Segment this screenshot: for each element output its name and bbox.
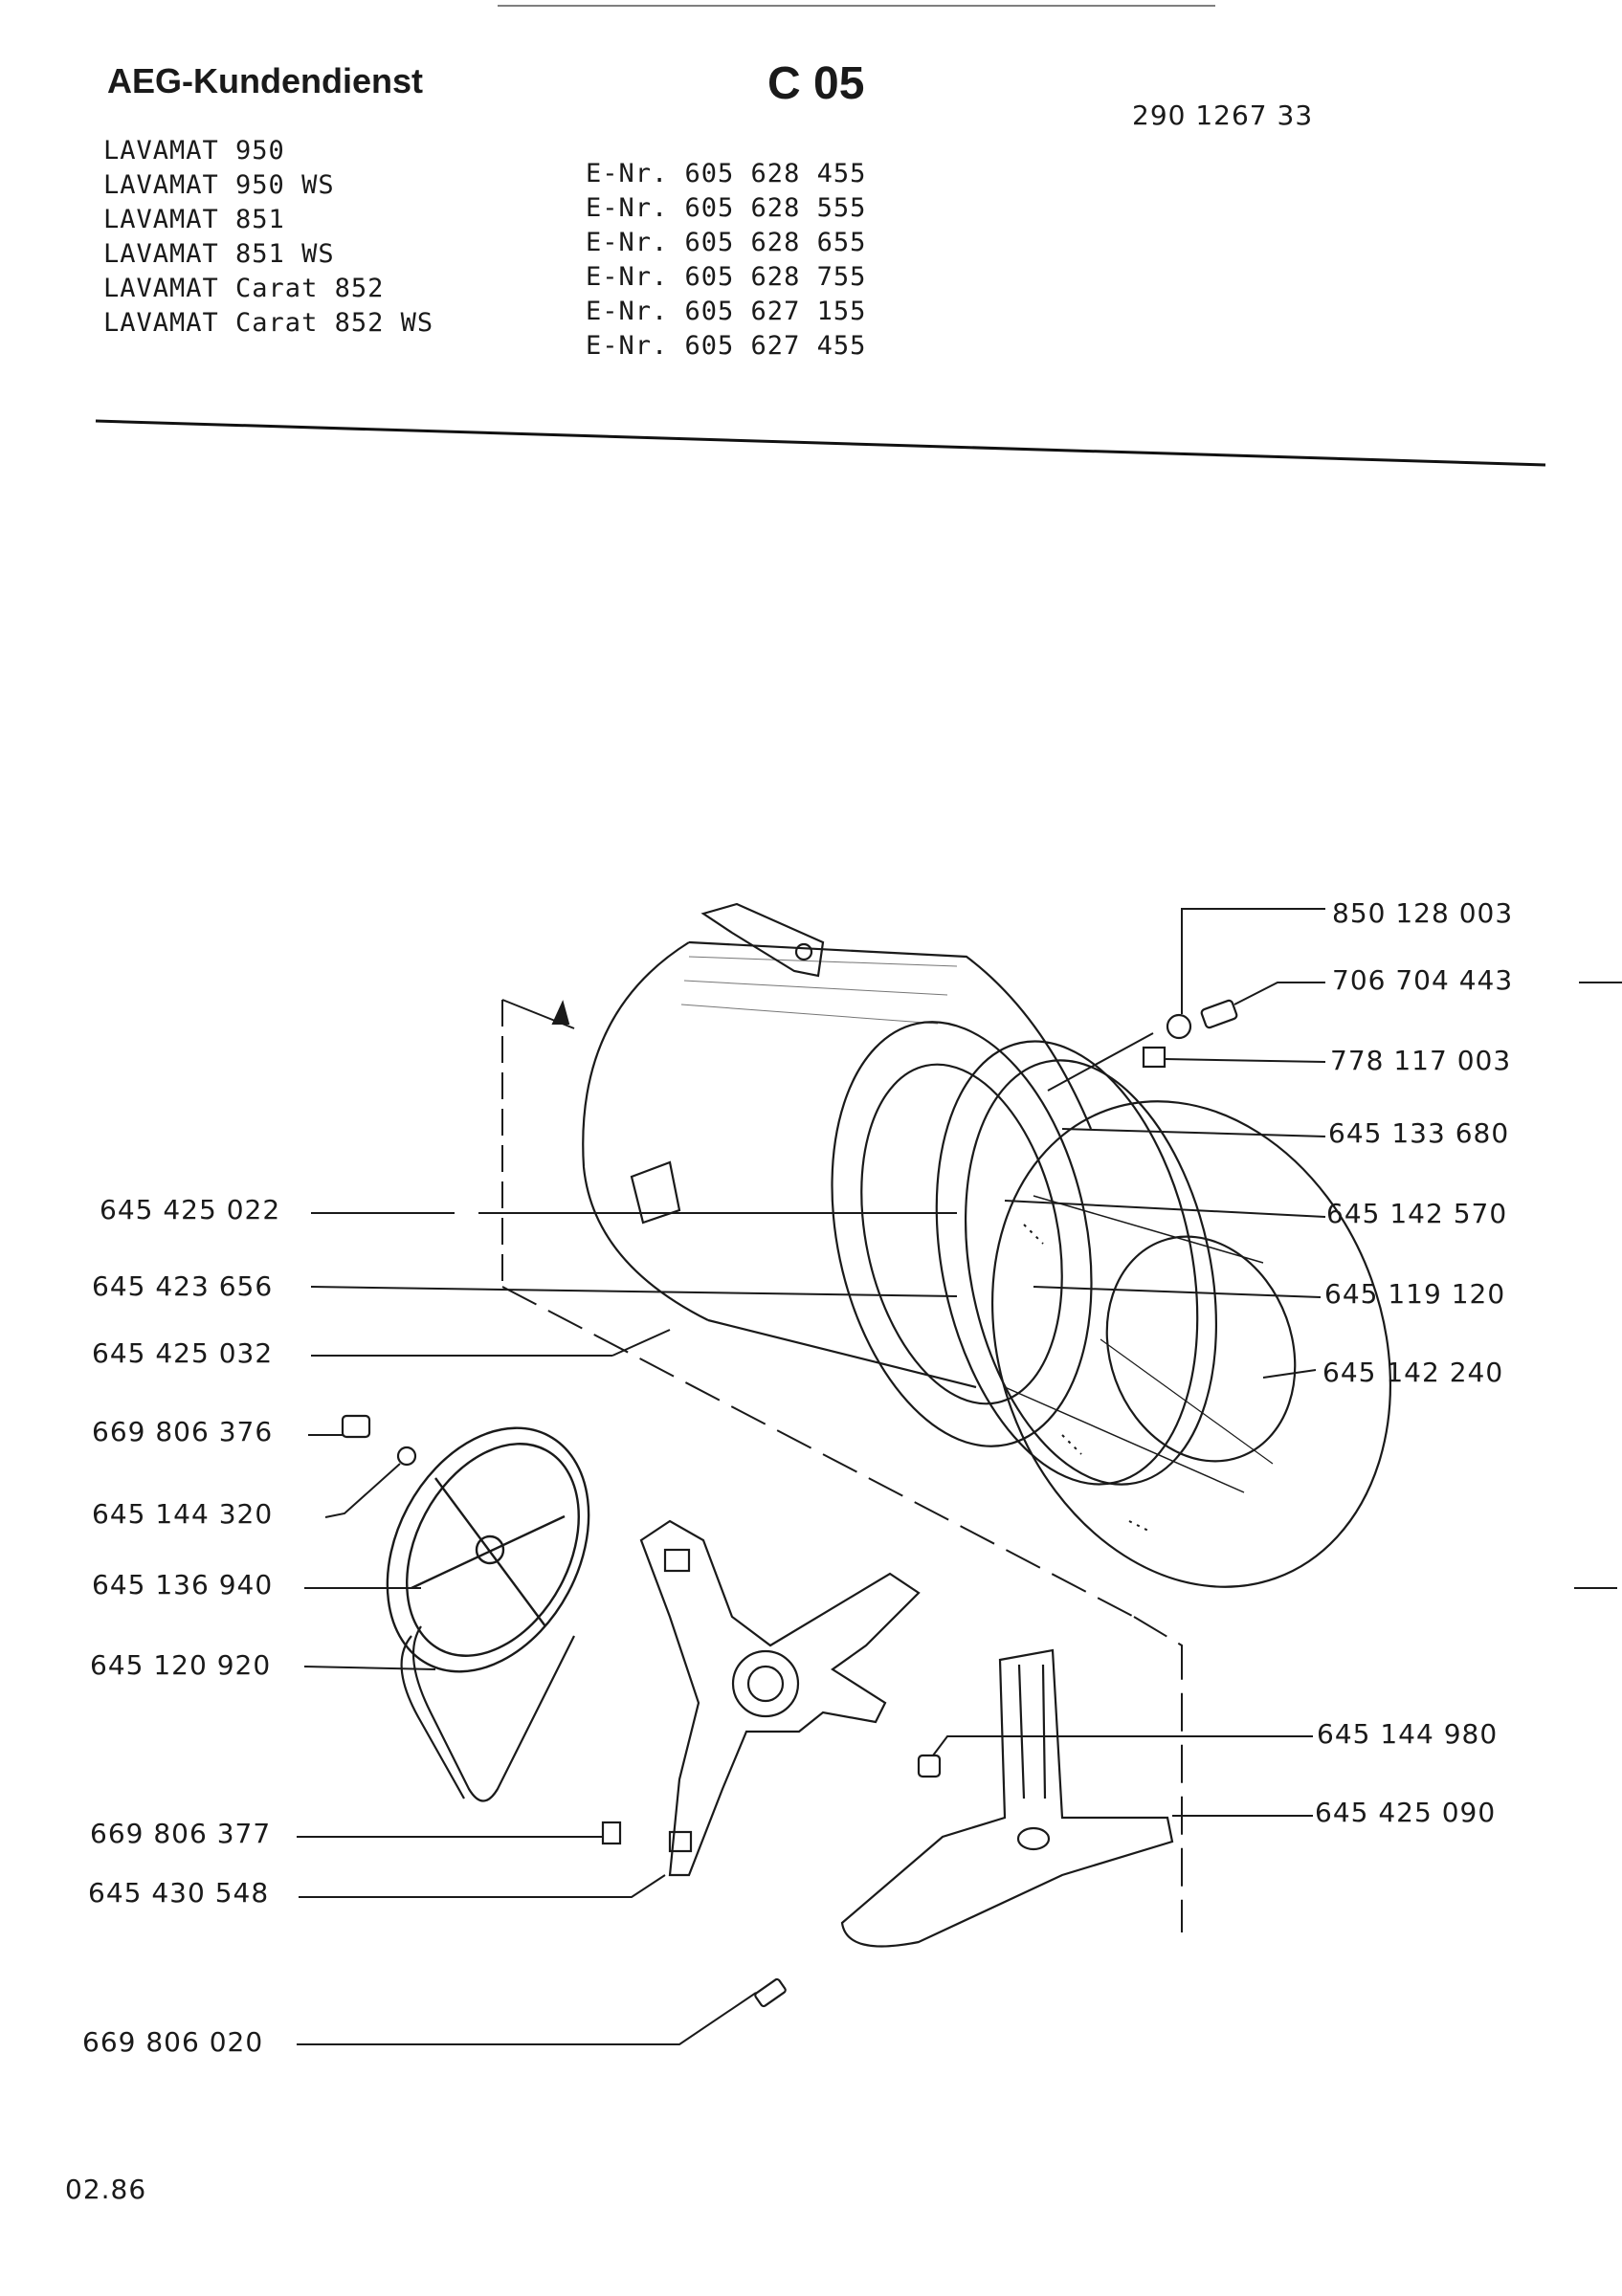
drum-assembly <box>582 902 1392 1588</box>
fasteners <box>341 999 1238 2008</box>
part-label-706704443: 706 704 443 <box>1332 964 1514 996</box>
e-number-item: E-Nr. 605 628 555 <box>586 193 867 223</box>
part-label-645425032: 645 425 032 <box>92 1337 274 1369</box>
part-label-645423656: 645 423 656 <box>92 1270 274 1302</box>
part-label-645144980: 645 144 980 <box>1317 1718 1499 1750</box>
part-label-669806020: 669 806 020 <box>82 2026 264 2058</box>
pulley <box>386 1426 590 1673</box>
part-label-645430548: 645 430 548 <box>88 1877 270 1909</box>
brand-title: AEG-Kundendienst <box>107 61 423 100</box>
part-label-645142240: 645 142 240 <box>1322 1357 1504 1388</box>
model-item: LAVAMAT 950 WS <box>103 170 335 200</box>
part-label-850128003: 850 128 003 <box>1332 897 1514 929</box>
e-number-item: E-Nr. 605 628 655 <box>586 228 867 257</box>
model-item: LAVAMAT Carat 852 WS <box>103 308 434 338</box>
tripod-base <box>840 1648 1174 1948</box>
e-number-item: E-Nr. 605 627 155 <box>586 297 867 326</box>
e-number-item: E-Nr. 605 628 455 <box>586 159 867 188</box>
part-label-645133680: 645 133 680 <box>1328 1117 1510 1149</box>
document-number: 290 1267 33 <box>1132 99 1314 131</box>
part-label-669806377: 669 806 377 <box>90 1818 272 1849</box>
drive-belt <box>400 1625 575 1802</box>
part-label-645144320: 645 144 320 <box>92 1498 274 1530</box>
part-label-645142570: 645 142 570 <box>1326 1198 1508 1229</box>
model-item: LAVAMAT 950 <box>103 136 285 166</box>
part-label-669806376: 669 806 376 <box>92 1416 274 1447</box>
date-code: 02.86 <box>65 2174 147 2205</box>
leader-lines-left <box>297 1212 958 2045</box>
part-label-645425090: 645 425 090 <box>1315 1797 1497 1828</box>
e-number-list: E-Nr. 605 628 455 E-Nr. 605 628 555 E-Nr… <box>586 157 866 364</box>
model-item: LAVAMAT 851 <box>103 205 285 234</box>
part-label-645119120: 645 119 120 <box>1324 1278 1506 1310</box>
part-label-645425022: 645 425 022 <box>100 1194 281 1225</box>
part-label-778117003: 778 117 003 <box>1330 1045 1512 1076</box>
model-list: LAVAMAT 950 LAVAMAT 950 WS LAVAMAT 851 L… <box>103 134 433 341</box>
model-item: LAVAMAT 851 WS <box>103 239 335 269</box>
spider-bracket <box>639 1519 921 1877</box>
model-item: LAVAMAT Carat 852 <box>103 274 385 303</box>
e-number-item: E-Nr. 605 627 455 <box>586 331 867 361</box>
assembly-outline <box>501 999 1183 1932</box>
part-label-645136940: 645 136 940 <box>92 1569 274 1601</box>
e-number-item: E-Nr. 605 628 755 <box>586 262 867 292</box>
header-rule <box>95 419 1546 467</box>
part-label-645120920: 645 120 920 <box>90 1649 272 1681</box>
page-code: C 05 <box>767 58 865 109</box>
leader-lines-right <box>932 908 1622 1817</box>
